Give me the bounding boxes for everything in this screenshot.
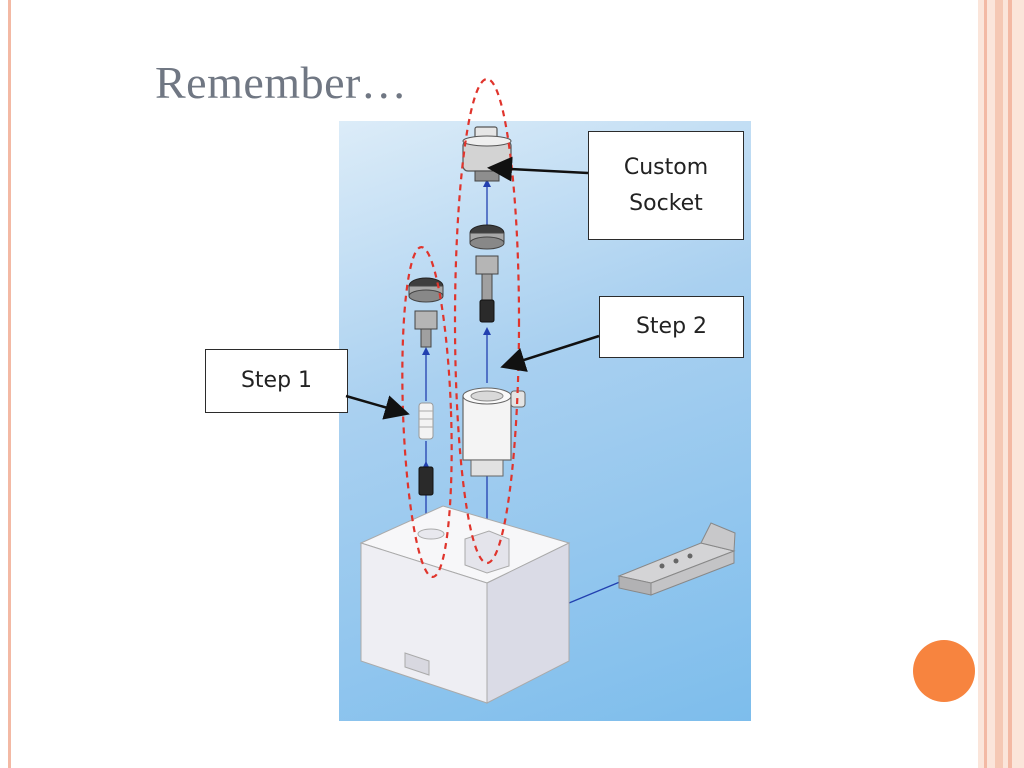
step1-spring-part <box>418 402 434 440</box>
step1-label: Step 1 <box>240 368 313 394</box>
custom-socket-label-line2: Socket <box>629 190 703 216</box>
slide-title: Remember… <box>155 57 408 108</box>
custom-socket-callout: Custom Socket <box>588 131 744 240</box>
step2-cap-part <box>469 224 505 323</box>
step2-callout: Step 2 <box>599 296 744 358</box>
step1-cap-part <box>408 277 444 348</box>
step1-callout: Step 1 <box>205 349 348 413</box>
right-border-stripe-2 <box>995 0 1003 768</box>
left-border-rule <box>8 0 11 768</box>
right-border-stripe-3 <box>1008 0 1012 768</box>
custom-socket-part <box>462 126 512 182</box>
step1-plunger-part <box>418 466 434 496</box>
step2-label: Step 2 <box>635 314 708 340</box>
side-rail-part <box>617 522 736 596</box>
custom-socket-label-line1: Custom <box>623 155 709 181</box>
right-border-stripe-1 <box>984 0 987 768</box>
accent-dot <box>913 640 975 702</box>
step2-housing-part <box>462 387 526 477</box>
fixture-block <box>359 505 571 704</box>
